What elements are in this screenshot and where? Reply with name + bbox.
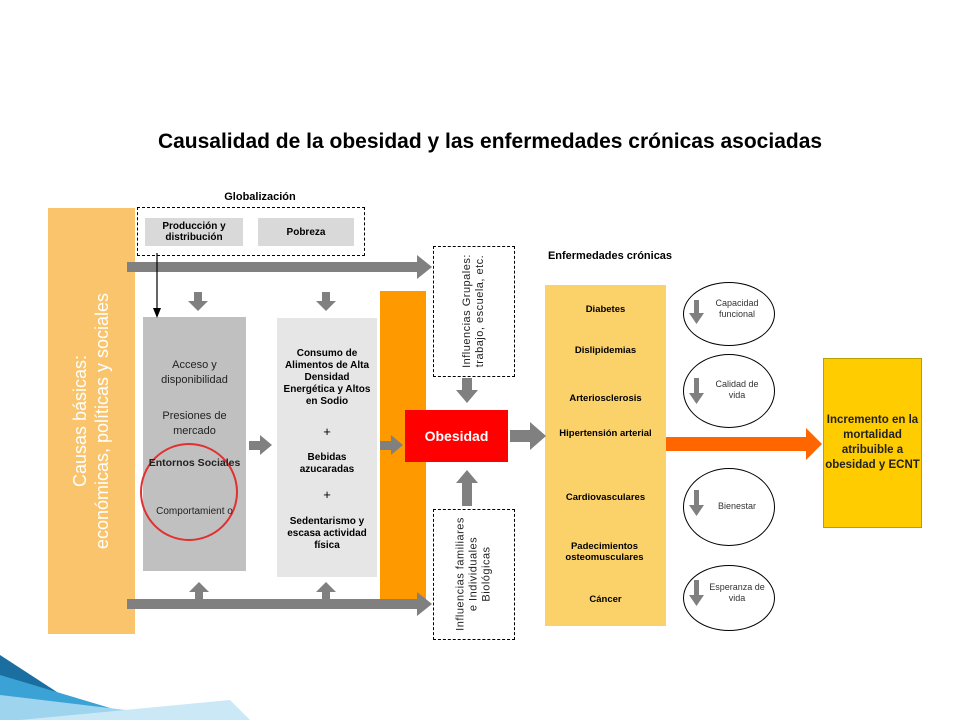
right-arrow-obesidad-enfermedades [510, 422, 546, 450]
outcome-bienestar-text: Bienestar [717, 501, 757, 511]
enfermedades-cronicas-label: Enfermedades crónicas [547, 250, 673, 262]
up-arrow-col2-bottom [316, 582, 336, 600]
bebidas-text: Bebidas azucaradas [299, 452, 355, 475]
entornos-sociales-text: Entornos Sociales [148, 457, 241, 469]
influencias-familiares-box [433, 509, 515, 640]
factors-column-2 [277, 318, 377, 577]
outcome-capacidad-text: Capacidad funcional [715, 298, 759, 319]
obesidad-box: Obesidad [405, 410, 508, 462]
enfermedad-dislipidemias: Dislipidemias [574, 345, 637, 356]
down-arrow-col2-top [316, 292, 336, 311]
down-icon-bienestar [689, 490, 704, 516]
influencias-grupales-box [433, 246, 515, 377]
right-arrow-col1-col2 [249, 435, 272, 455]
right-arrow-col2-bar [380, 435, 403, 455]
enfermedad-hipertension: Hipertensión arterial [559, 428, 652, 439]
slide-corner-decoration [0, 655, 250, 720]
consumo-text: Consumo de Alimentos de Alta Densidad En… [283, 348, 371, 407]
entornos-circle [140, 443, 238, 541]
causas-basicas-box [48, 208, 135, 634]
enfermedad-diabetes: Diabetes [585, 304, 626, 315]
enfermedad-osteomusculares: Padecimientos osteomusculares [565, 541, 644, 563]
produccion-down-arrow [153, 253, 161, 318]
down-icon-esperanza [689, 580, 704, 606]
acceso-disponibilidad-text: Acceso y disponibilidad [161, 359, 228, 386]
down-arrow-col1-top [188, 292, 208, 311]
outcome-esperanza-text: Esperanza de vida [709, 582, 765, 603]
globalizacion-box [137, 207, 365, 256]
enfermedades-cronicas-box [545, 285, 666, 626]
presiones-mercado-text: Presiones de mercado [162, 410, 227, 437]
down-arrow-into-obesidad [456, 378, 478, 403]
big-orange-arrow [666, 428, 822, 460]
globalizacion-label: Globalización [224, 191, 296, 203]
bottom-horizontal-arrow [127, 592, 432, 616]
page-title: Causalidad de la obesidad y las enfermed… [157, 130, 823, 153]
plus-sign-1: + [323, 424, 331, 439]
up-arrow-into-obesidad [456, 470, 478, 506]
pobreza-box: Pobreza [258, 218, 354, 246]
plus-sign-2: + [323, 487, 331, 502]
down-icon-calidad [689, 378, 704, 404]
produccion-distribucion-box: Producción y distribución [145, 218, 243, 246]
enfermedad-cardiovasculares: Cardiovasculares [565, 492, 646, 503]
up-arrow-col1-bottom [189, 582, 209, 600]
comportamiento-text: Comportamient o [156, 506, 233, 517]
down-icon-capacidad [689, 300, 704, 324]
sedentarismo-text: Sedentarismo y escasa actividad física [287, 516, 367, 551]
top-horizontal-arrow [127, 255, 432, 279]
enfermedad-arteriosclerosis: Arteriosclerosis [569, 393, 642, 404]
enfermedad-cancer: Cáncer [589, 594, 622, 605]
outcome-calidad-text: Calidad de vida [715, 379, 759, 400]
incremento-mortalidad-box: Incremento en la mortalidad atribuible a… [823, 358, 922, 528]
